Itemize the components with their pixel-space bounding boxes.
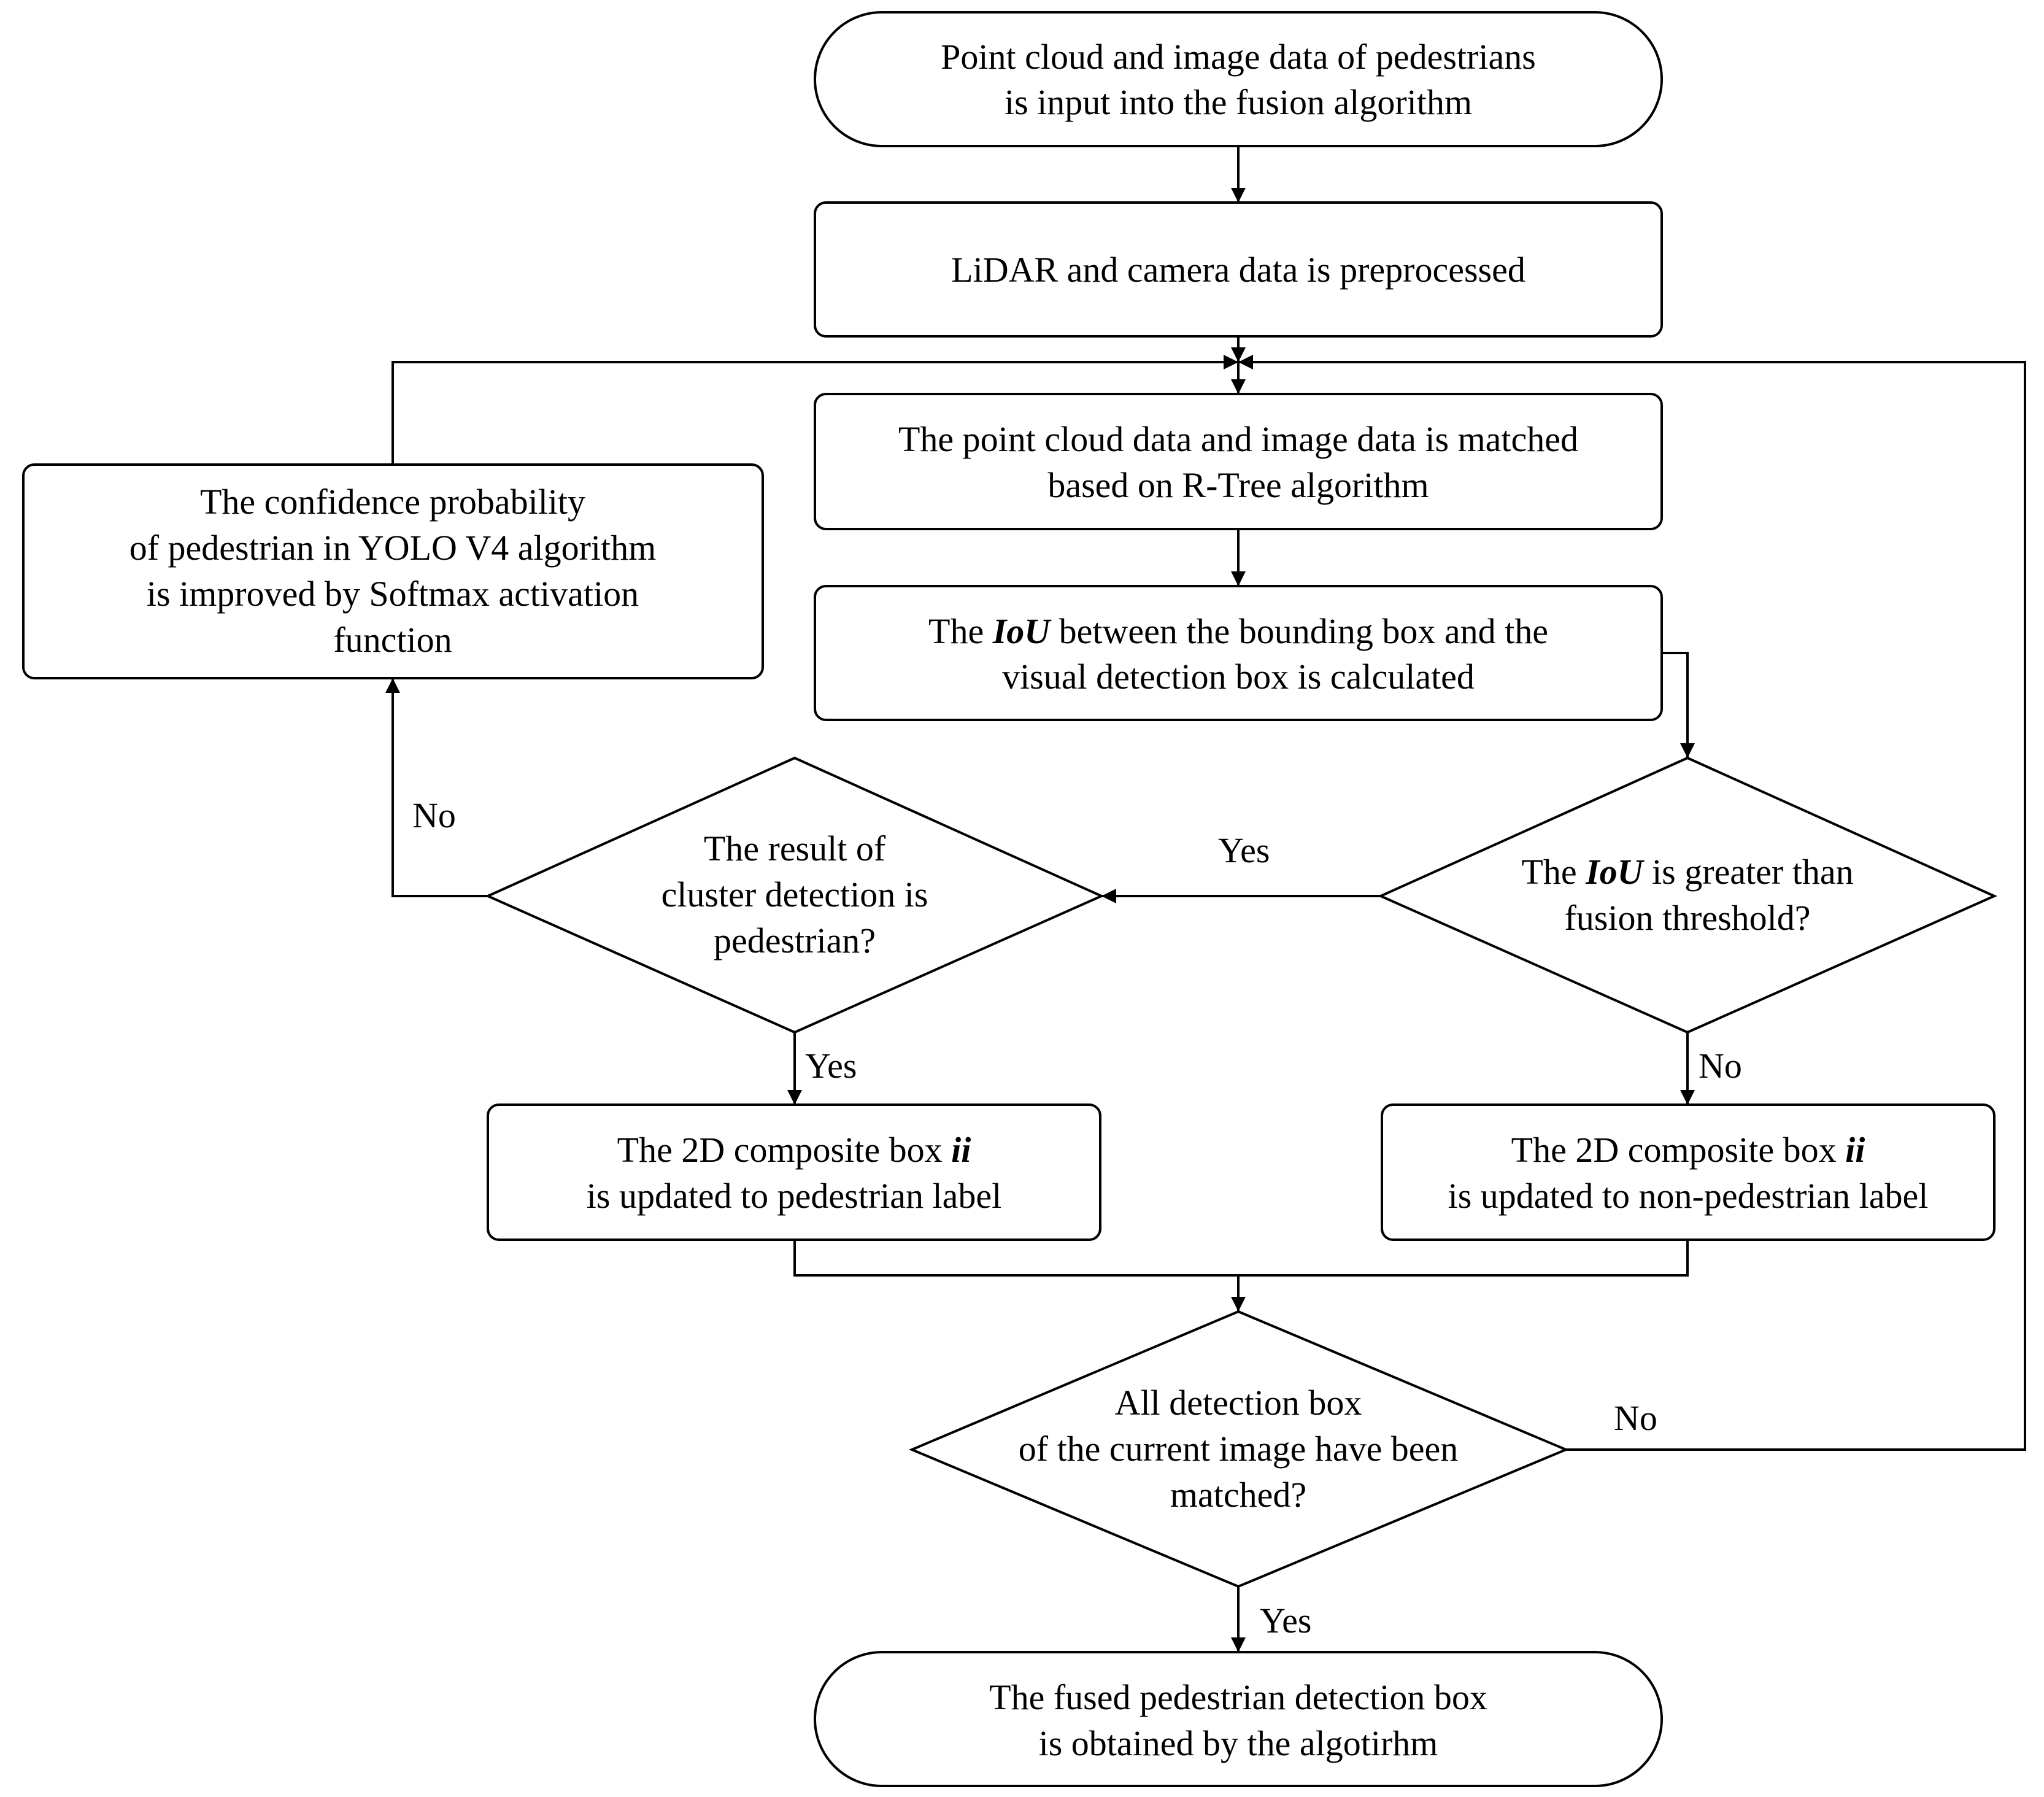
confidence-text-line-2: of pedestrian in YOLO V4 algorithm (129, 528, 657, 568)
pedestrian-label-step: The 2D composite box ii is updated to pe… (487, 1103, 1101, 1241)
label-iou-no: No (1699, 1046, 1742, 1086)
label-cluster-no: No (412, 795, 456, 835)
connectors (385, 146, 2026, 1652)
cluster-decision-line-3: pedestrian? (714, 921, 876, 960)
label-cluster-yes: Yes (805, 1046, 857, 1086)
edge-cluster-no-to-confidence (385, 678, 488, 897)
all-matched-line-1: All detection box (1115, 1383, 1362, 1423)
edge-all-no-to-loop (1238, 355, 2026, 1451)
cluster-decision-line-1: The result of (704, 829, 886, 868)
end-text-line-1: The fused pedestrian detection box (989, 1677, 1487, 1717)
label-all-no: No (1614, 1398, 1657, 1438)
iou-calc-text-line-1: The IoU between the bounding box and the (928, 611, 1548, 651)
match-step: The point cloud data and image data is m… (814, 393, 1663, 530)
all-matched-line-2: of the current image have been (1019, 1429, 1459, 1469)
confidence-text-line-3: is improved by Softmax activation (147, 574, 639, 614)
iou-decision-line-1: The IoU is greater than (1521, 852, 1853, 892)
ped-label-line-2: is updated to pedestrian label (587, 1176, 1001, 1216)
start-text-line-2: is input into the fusion algorithm (1005, 82, 1472, 122)
iou-calculation-step: The IoU between the bounding box and the… (814, 585, 1663, 721)
start-text-line-1: Point cloud and image data of pedestrian… (941, 37, 1536, 77)
edge-confidence-to-loop (391, 355, 1238, 465)
cluster-decision: The result of cluster detection is pedes… (485, 756, 1105, 1034)
non-pedestrian-label-step: The 2D composite box ii is updated to no… (1381, 1103, 1996, 1241)
iou-decision: The IoU is greater than fusion threshold… (1378, 756, 1997, 1034)
preprocess-text: LiDAR and camera data is preprocessed (951, 250, 1525, 290)
edge-iou-calc-to-decision (1662, 652, 1695, 758)
confidence-text-line-4: function (333, 620, 452, 660)
edge-nonped-label-to-merge (1238, 1240, 1689, 1277)
match-text-line-1: The point cloud data and image data is m… (898, 419, 1578, 459)
edge-ped-label-to-merge (793, 1240, 1238, 1277)
end-text-line-2: is obtained by the algotirhm (1039, 1723, 1438, 1763)
label-iou-yes: Yes (1218, 830, 1270, 870)
nonped-label-line-2: is updated to non-pedestrian label (1448, 1176, 1929, 1216)
iou-calc-text-line-2: visual detection box is calculated (1002, 657, 1475, 697)
iou-decision-line-2: fusion threshold? (1564, 898, 1810, 938)
preprocess-step: LiDAR and camera data is preprocessed (814, 201, 1663, 338)
ped-label-line-1: The 2D composite box ii (617, 1130, 971, 1170)
nonped-label-line-1: The 2D composite box ii (1511, 1130, 1865, 1170)
match-text-line-2: based on R-Tree algorithm (1047, 465, 1429, 505)
cluster-decision-line-2: cluster detection is (661, 875, 928, 914)
end-terminal: The fused pedestrian detection box is ob… (814, 1651, 1663, 1787)
all-matched-line-3: matched? (1170, 1475, 1306, 1515)
confidence-step: The confidence probability of pedestrian… (22, 463, 764, 679)
label-all-yes: Yes (1260, 1601, 1311, 1640)
confidence-text-line-1: The confidence probability (200, 482, 585, 522)
start-terminal: Point cloud and image data of pedestrian… (814, 11, 1663, 147)
all-matched-decision: All detection box of the current image h… (908, 1310, 1570, 1588)
